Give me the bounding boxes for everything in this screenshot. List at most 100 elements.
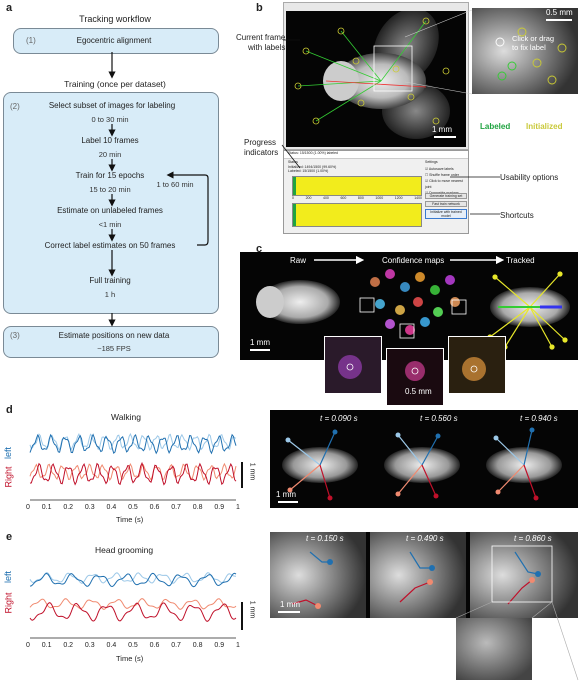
crop-3-svg <box>462 357 486 381</box>
progress-bar-labeled-fill <box>293 204 296 226</box>
xtick: 0.4 <box>106 504 117 511</box>
settings-header: Settings <box>425 160 438 164</box>
crop-2-svg <box>405 361 425 381</box>
walking-blue-dark <box>29 433 237 455</box>
xtick: 1 <box>235 642 240 649</box>
xtick: 0.9 <box>214 504 225 511</box>
panel-label-e: e <box>6 531 13 543</box>
status-titlebar: Status: 15/1500 (1.00%) labeled <box>284 151 468 159</box>
progress-bar-labeled <box>292 203 422 227</box>
shortcuts-callout: Shortcuts <box>500 211 534 220</box>
crop-2: 0.5 mm <box>386 348 444 406</box>
xtick: 0.1 <box>41 642 52 649</box>
sub2-time: 20 min <box>98 150 122 159</box>
grooming-red-dark <box>29 602 237 622</box>
xtick: 0.6 <box>149 642 160 649</box>
panel-label-a: a <box>6 2 13 14</box>
initialize-model-button[interactable]: Initialize with trained model <box>425 209 467 219</box>
grooming-time-3: t = 0.860 s <box>514 534 552 543</box>
grooming-title: Head grooming <box>95 545 154 555</box>
panel-c-scale-label: 1 mm <box>250 338 270 347</box>
crop-1 <box>324 336 382 394</box>
zoom-svg <box>472 8 578 94</box>
initialized-legend: Initialized <box>526 122 563 131</box>
panel-c-arrows <box>314 255 505 265</box>
grooming-frames: t = 0.150 s t = 0.490 s t = 0.860 s 1 mm <box>270 532 578 618</box>
fly-frame-svg <box>294 11 456 139</box>
grooming-axis <box>30 637 236 639</box>
walking-time-2: t = 0.560 s <box>420 414 458 423</box>
axis-tick: 1000 <box>375 196 384 200</box>
xtick: 0.4 <box>106 642 117 649</box>
workflow-arrows <box>108 52 209 327</box>
step1-number: (1) <box>26 36 36 45</box>
xtick: 0.9 <box>214 642 225 649</box>
grooming-zoom-svg <box>456 618 532 680</box>
xtick: 1 <box>235 504 240 511</box>
axis-tick: 200 <box>305 196 312 200</box>
step3-label: Estimate positions on new data <box>58 331 170 340</box>
labeled-count: Labeled: 15/1500 (1.00%) <box>288 169 329 173</box>
walking-frames: t = 0.090 s t = 0.560 s t = 0.940 s 1 mm <box>270 410 578 508</box>
progress-bar-initialized-labeled <box>293 177 296 195</box>
option-shuffle[interactable]: ☐ Shuffle frame order <box>425 173 460 177</box>
sub6-label: Full training <box>89 276 131 285</box>
xtick: 0.8 <box>192 642 203 649</box>
panel-label-c: c <box>256 243 263 255</box>
walking-axis <box>30 499 236 501</box>
grooming-red-light <box>29 598 237 610</box>
usability-callout: Usability options <box>500 173 559 182</box>
xtick: 0.2 <box>63 504 74 511</box>
axis-tick: 1200 <box>394 196 403 200</box>
option-autosave[interactable]: ☑ Autosave labels <box>425 167 454 171</box>
current-frame-callout: Current frame with labels <box>236 33 286 52</box>
initialized-count: Initialized: 1494/1500 (99.60%) <box>288 165 337 169</box>
walking-time-1: t = 0.090 s <box>320 414 358 423</box>
walking-red-light <box>29 462 237 482</box>
walking-traces <box>29 432 243 488</box>
axis-tick: 400 <box>323 196 329 200</box>
panel-b-callout-lines <box>281 9 500 215</box>
sub1-label: Select subset of images for labeling <box>48 101 176 110</box>
axis-tick: 800 <box>357 196 364 200</box>
axis-tick: 1400 <box>414 196 422 200</box>
grooming-zoom <box>456 618 532 680</box>
sub4-time: <1 min <box>98 220 122 229</box>
xtick: 0.8 <box>192 504 203 511</box>
confidence-dots <box>370 269 460 335</box>
status-header: Status <box>288 160 298 164</box>
grooming-blue-dark <box>29 572 237 588</box>
grooming-frames-svg <box>270 532 578 618</box>
crop-scale-label: 0.5 mm <box>405 387 432 396</box>
step3-number: (3) <box>10 331 20 340</box>
progress-callout: Progress indicators <box>244 138 279 157</box>
xtick: 0.6 <box>149 504 160 511</box>
confidence-label: Confidence maps <box>382 256 445 265</box>
step3-time: ~185 FPS <box>97 344 131 353</box>
training-header: Training (once per dataset) <box>64 79 166 89</box>
sub6-time: 1 h <box>104 290 116 299</box>
sub1-time: 0 to 30 min <box>91 115 129 124</box>
loop-time: 1 to 60 min <box>156 180 194 189</box>
sub4-label: Estimate on unlabeled frames <box>57 206 163 215</box>
walking-img-scale: 1 mm <box>276 490 296 499</box>
option-click-move[interactable]: ☑ Click to move nearest joint <box>425 179 463 189</box>
fast-train-button[interactable]: Fast train network <box>425 201 467 207</box>
xtick: 0 <box>26 642 30 649</box>
status-window-title: Status: 15/1500 (1.00%) labeled <box>288 151 339 155</box>
generate-training-button[interactable]: Generate training set <box>425 193 467 199</box>
sub5-label: Correct label estimates on 50 frames <box>44 241 176 250</box>
grooming-time-2: t = 0.490 s <box>406 534 444 543</box>
step2-number: (2) <box>10 102 20 111</box>
walking-time-3: t = 0.940 s <box>520 414 558 423</box>
click-drag-label: Click or drag to fix label <box>512 34 555 52</box>
sub3-label: Train for 15 epochs <box>75 171 145 180</box>
label-window: 1 mm <box>283 2 469 150</box>
walking-red-dark <box>29 461 237 486</box>
xtick: 0.5 <box>128 642 138 649</box>
grooming-xlabel: Time (s) <box>116 654 144 663</box>
axis-tick: 0 <box>292 196 294 200</box>
